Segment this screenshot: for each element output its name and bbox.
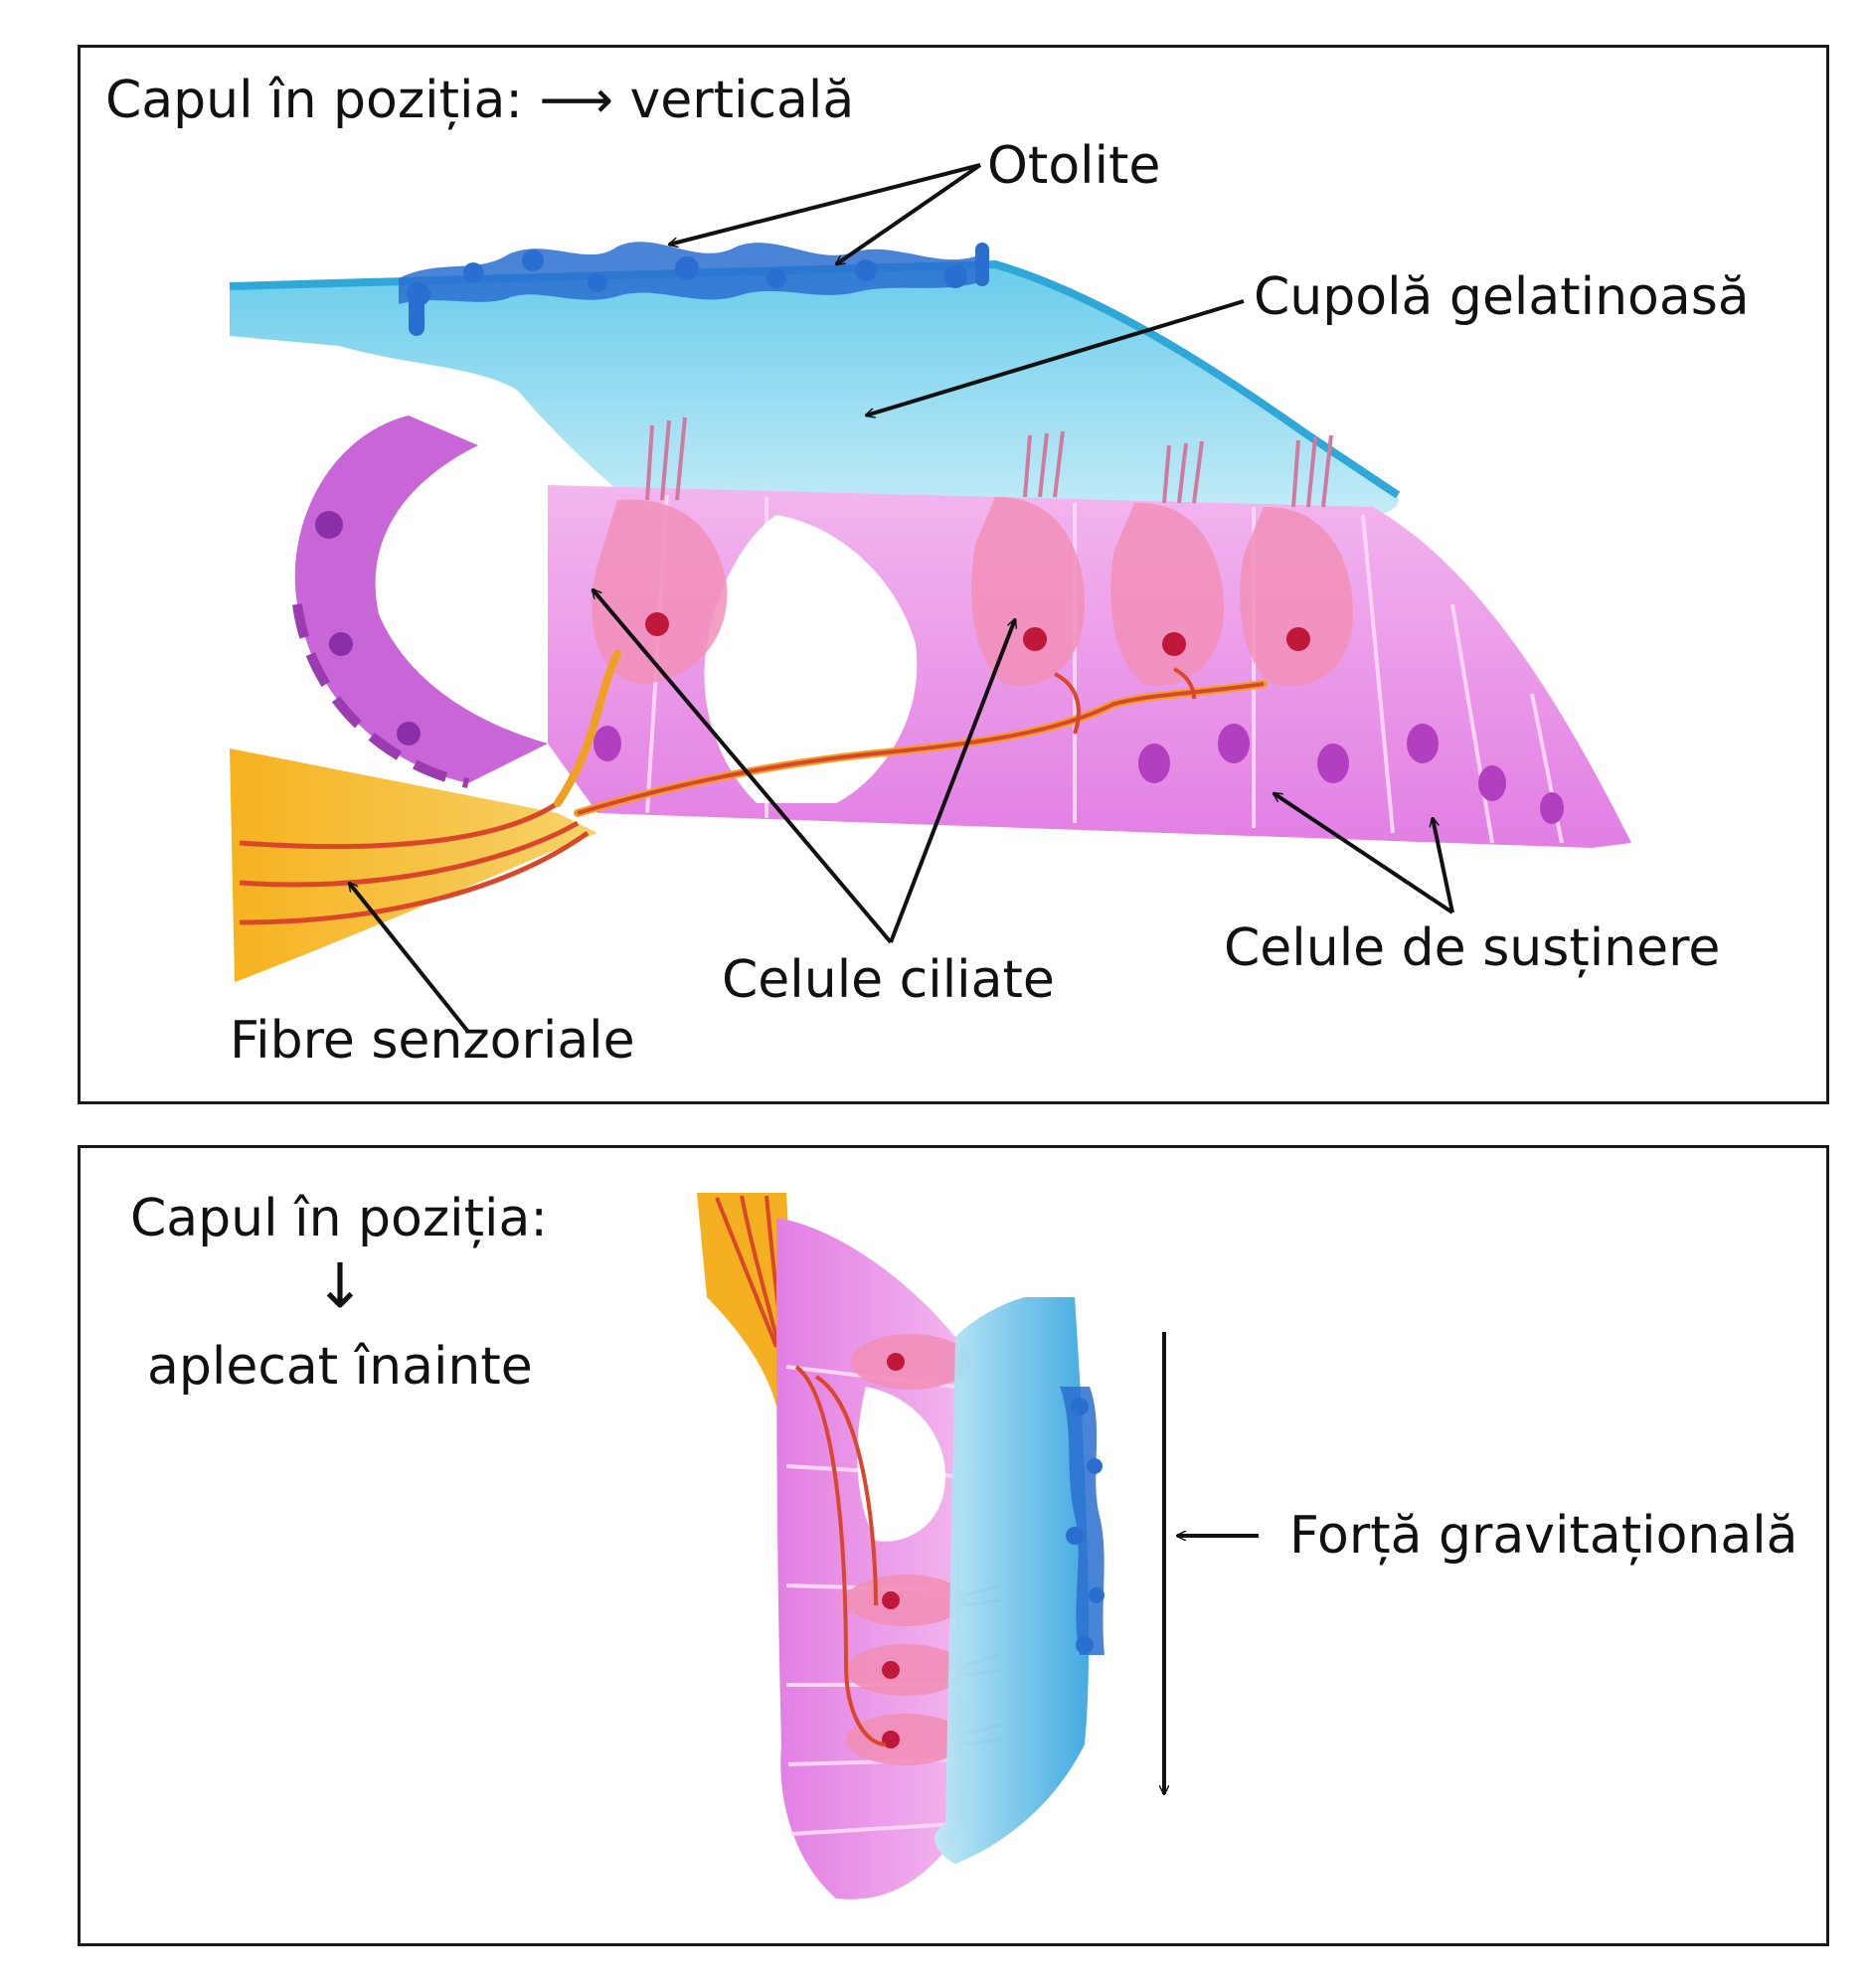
pointer-sustinere-1 <box>1274 791 1454 914</box>
top-heading: Capul în poziția: ⟶ verticală <box>105 75 854 126</box>
pointer-celule-ciliate-1 <box>593 589 893 944</box>
curled-epithelium <box>292 415 548 788</box>
gelatinous-cupula <box>229 259 1401 517</box>
panel-head-tilted: Capul în poziția: ↓ aplecat înainte Forț… <box>78 1145 1829 1946</box>
down-arrow-icon: ↓ <box>314 1249 366 1322</box>
pointer-cupola <box>866 299 1245 415</box>
pointer-sustinere-2 <box>1433 818 1454 913</box>
sensory-nerve-bundle <box>230 650 1268 982</box>
label-forta-gravitationala: Forță gravitațională <box>1289 1506 1798 1566</box>
label-celule-sustinere: Celule de susținere <box>1224 918 1721 978</box>
bottom-heading: Capul în poziția: <box>130 1189 548 1248</box>
macula-vertical-illustration <box>229 163 1631 1034</box>
pointer-otolite-2 <box>836 163 982 266</box>
label-cupola: Cupolă gelatinoasă <box>1254 267 1750 327</box>
bottom-orientation: aplecat înainte <box>147 1337 533 1397</box>
heading-text: Capul în poziția: <box>105 71 523 130</box>
pointer-celule-ciliate-2 <box>889 619 1015 943</box>
panel-head-vertical: Capul în poziția: ⟶ verticală Otolite Cu… <box>78 45 1829 1104</box>
pointer-fibre <box>349 883 470 1034</box>
label-otolite: Otolite <box>987 136 1161 196</box>
label-celule-ciliate: Celule ciliate <box>722 950 1055 1010</box>
right-arrow-icon: ⟶ <box>539 71 613 130</box>
pointer-otolite-1 <box>669 163 981 245</box>
hair-cells <box>592 416 1353 687</box>
macula-tilted-illustration <box>697 1193 1259 1900</box>
otolith-crystals-tilted <box>1060 1387 1104 1655</box>
label-pointers <box>349 163 1454 1034</box>
orientation-text: verticală <box>629 71 855 130</box>
label-fibre-senzoriale: Fibre senzoriale <box>230 1011 635 1071</box>
gelatinous-cupula-tilted <box>934 1297 1090 1864</box>
sensory-nerve-bundle-tilted <box>697 1193 796 1407</box>
